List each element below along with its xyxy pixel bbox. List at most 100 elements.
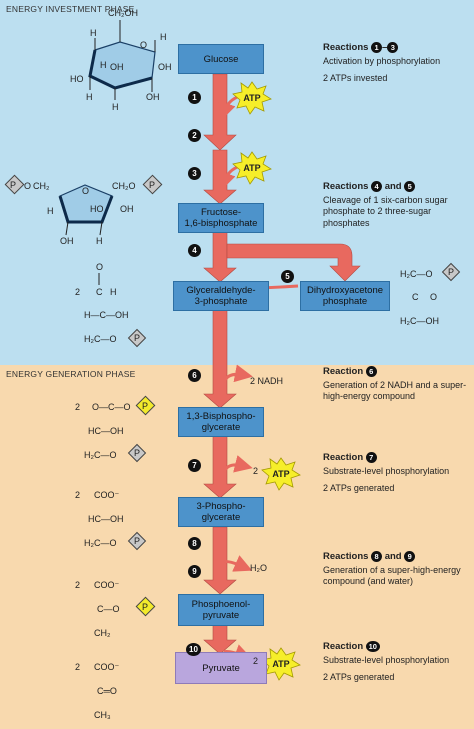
investment-phase-label: ENERGY INVESTMENT PHASE — [6, 4, 135, 14]
fructose-bisphosphate-structure: P O CH₂ O CH₂O P H HO OH OH H — [4, 174, 163, 246]
glucose-h: H — [90, 28, 97, 38]
fructose-ch2o: CH₂O — [112, 181, 136, 191]
note-reaction-7: Reaction 7 Substrate-level phosphorylati… — [323, 452, 471, 495]
step-badge: 10 — [365, 641, 380, 652]
dhap-h2c: H₂C—O — [400, 269, 433, 279]
bpg-coef: 2 — [75, 402, 80, 412]
step-badge: 5 — [404, 181, 416, 192]
phosphate-p: P — [142, 602, 148, 612]
bpg-top: O—C—O — [92, 402, 131, 412]
dhap-c: C — [412, 292, 419, 302]
g3p-coef: 2 — [75, 287, 80, 297]
step-2-marker: 2 — [188, 129, 201, 142]
pep-label-line2: pyruvate — [202, 610, 240, 621]
pg3-hc: HC—OH — [88, 514, 124, 524]
step-badge: 1 — [371, 42, 383, 53]
pyr-coo: COO⁻ — [94, 662, 120, 672]
note-reaction-10: Reaction 10 Substrate-level phosphorylat… — [323, 641, 471, 684]
note-line: Generation of 2 NADH and a super-high-en… — [323, 379, 467, 402]
step-3-marker: 3 — [188, 167, 201, 180]
g3p-label-line1: Glyceraldehyde- — [186, 285, 256, 296]
step-1-marker: 1 — [188, 91, 201, 104]
dhap-h2c-oh: H₂C—OH — [400, 316, 439, 326]
bpg-box: 1,3-Bisphospho- glycerate — [178, 407, 264, 437]
fructose-ho: HO — [90, 204, 104, 214]
glucose-oh: OH — [146, 92, 160, 102]
step-badge: 7 — [365, 452, 377, 463]
g3p-h2c: H₂C—O — [84, 334, 117, 344]
glucose-ch2oh: CH₂OH — [108, 8, 138, 18]
note-title: Reactions — [323, 551, 369, 563]
g3p-h: H — [110, 287, 117, 297]
step-badge: 3 — [387, 42, 399, 53]
note-reactions-8-9: Reactions 8 and 9 Generation of a super-… — [323, 551, 471, 588]
atp-bursts — [232, 81, 301, 681]
note-and: and — [384, 181, 402, 193]
note-and: and — [384, 551, 402, 563]
fructose-h: H — [47, 206, 54, 216]
atp-coefficient: 2 — [253, 466, 259, 476]
pyruvate-box: Pyruvate — [175, 652, 267, 684]
dhap-label-line2: phosphate — [322, 296, 368, 307]
generation-phase-label: ENERGY GENERATION PHASE — [6, 369, 136, 379]
3pg-label-line2: glycerate — [201, 512, 241, 523]
fructose-ring-o: O — [82, 186, 89, 196]
water-product: H₂O — [250, 563, 267, 573]
note-line: Cleavage of 1 six-carbon sugar phosphate… — [323, 194, 448, 228]
pep-ch2: CH₂ — [94, 628, 111, 638]
3pg-label-line1: 3-Phospho- — [196, 501, 246, 512]
dhap-structure: H₂C—O P C O H₂C—OH — [400, 262, 461, 326]
glucose-h: H — [100, 60, 107, 70]
bpg-label-line1: 1,3-Bisphospho- — [186, 411, 256, 422]
note-line: Substrate-level phosphorylation — [323, 465, 450, 476]
glucose-label: Glucose — [203, 53, 239, 65]
g3p-box: Glyceraldehyde- 3-phosphate — [173, 281, 269, 311]
fructose-oh: OH — [60, 236, 74, 246]
pep-label-line1: Phosphoenol- — [191, 599, 251, 610]
note-title: Reaction — [323, 452, 364, 464]
fructose-h: H — [96, 236, 103, 246]
bpg-label-line2: glycerate — [201, 422, 241, 433]
step-badge: 6 — [365, 366, 377, 377]
glucose-h: H — [160, 32, 167, 42]
bpg-h2c: H₂C—O — [84, 450, 117, 460]
atp-label: ATP — [243, 163, 260, 173]
g3p-label-line2: 3-phosphate — [194, 296, 248, 307]
pep-coef: 2 — [75, 580, 80, 590]
phosphate-p: P — [149, 180, 155, 190]
step-6-marker: 6 — [188, 369, 201, 382]
glucose-box: Glucose — [178, 44, 264, 74]
note-line: Substrate-level phosphorylation — [323, 654, 450, 665]
pep-box: Phosphoenol- pyruvate — [178, 594, 264, 626]
3pg-structure: 2 COO⁻ HC—OH H₂C—O P — [75, 490, 147, 551]
pep-structure: 2 COO⁻ C—O P CH₂ — [75, 580, 156, 638]
main-pathway-arrows — [203, 73, 361, 655]
note-line: Activation by phosphorylation — [323, 55, 441, 66]
nadh-product: 2 NADH — [250, 376, 284, 386]
fructose-oh: OH — [120, 204, 134, 214]
phosphate-p: P — [134, 333, 140, 343]
note-reactions-4-5: Reactions 4 and 5 Cleavage of 1 six-carb… — [323, 181, 471, 229]
step-10-marker: 10 — [186, 643, 201, 656]
glucose-o: O — [140, 40, 147, 50]
glucose-ho: HO — [70, 74, 84, 84]
glucose-structure: CH₂OH O H H H OH OH HO H H OH — [70, 8, 172, 112]
phosphate-p: P — [134, 536, 140, 546]
note-title: Reaction — [323, 641, 364, 653]
atp-label: ATP — [272, 659, 289, 669]
phosphate-p: P — [134, 448, 140, 458]
note-reactions-1-3: Reactions 1–3 Activation by phosphorylat… — [323, 42, 471, 85]
bpg-structure: 2 O—C—O P HC—OH H₂C—O P — [75, 395, 156, 463]
phosphate-p: P — [448, 267, 454, 277]
fructose-label-line1: Fructose- — [200, 207, 242, 218]
note-dash: – — [382, 42, 388, 54]
glucose-oh: OH — [158, 62, 172, 72]
fructose-label-line2: 1,6-bisphosphate — [184, 218, 258, 229]
note-line: 2 ATPs generated — [323, 672, 395, 683]
fructose-o: O — [24, 181, 31, 191]
dhap-label-line1: Dihydroxyacetone — [306, 285, 384, 296]
pyr-c: C═O — [97, 686, 117, 696]
step-4-marker: 4 — [188, 244, 201, 257]
glucose-oh: OH — [110, 62, 124, 72]
pyr-coef: 2 — [75, 662, 80, 672]
